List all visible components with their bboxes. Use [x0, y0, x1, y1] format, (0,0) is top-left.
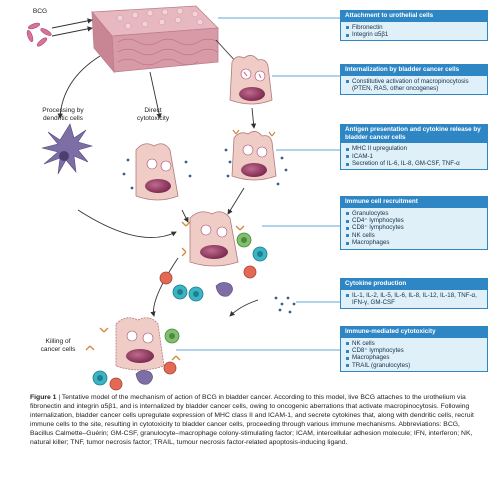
- box-item: CD8⁺ lymphocytes: [346, 224, 483, 231]
- bcg-label: BCG: [32, 8, 48, 15]
- processing-label: Processing by dendritic cells: [42, 107, 84, 122]
- box-title: Attachment to urothelial cells: [341, 11, 487, 22]
- caption-text: | Tentative model of the mechanism of ac…: [30, 394, 474, 446]
- box-item: Secretion of IL-6, IL-8, GM-CSF, TNF-α: [346, 160, 483, 167]
- box-title: Antigen presentation and cytokine releas…: [341, 125, 487, 144]
- box-immune-cytotoxicity: Immune-mediated cytotoxicity NK cells CD…: [340, 326, 488, 373]
- box-connectors: [176, 17, 340, 351]
- box-item: Integrin α5β1: [346, 31, 483, 38]
- urothelium-tissue: [91, 5, 219, 74]
- box-item: NK cells: [346, 340, 483, 347]
- box-item: Macrophages: [346, 354, 483, 361]
- bladder-cancer-cell-cytotoxicity: [122, 143, 192, 201]
- box-item: CD8⁺ lymphocytes: [346, 347, 483, 354]
- box-item: CD4⁺ lymphocytes: [346, 217, 483, 224]
- box-item: NK cells: [346, 232, 483, 239]
- box-item: Macrophages: [346, 239, 483, 246]
- box-antigen-presentation: Antigen presentation and cytokine releas…: [340, 124, 488, 171]
- killing-label: Killing of cancer cells: [40, 338, 76, 353]
- box-title: Immune-mediated cytotoxicity: [341, 327, 487, 338]
- box-title: Internalization by bladder cancer cells: [341, 65, 487, 76]
- bcg-bacteria: [26, 22, 52, 47]
- box-item: TRAIL (granulocytes): [346, 362, 483, 369]
- figure-number: Figure 1: [30, 394, 57, 401]
- box-title: Immune cell recruitment: [341, 197, 487, 208]
- box-item: Fibronectin: [346, 24, 483, 31]
- box-item: ICAM-1: [346, 153, 483, 160]
- box-cytokine-production: Cytokine production IL-1, IL-2, IL-5, IL…: [340, 278, 488, 310]
- figure-caption: Figure 1 | Tentative model of the mechan…: [30, 393, 482, 447]
- box-item: MHC II upregulation: [346, 145, 483, 152]
- dendritic-cell: [41, 123, 94, 175]
- immune-recruitment-cluster: [159, 211, 296, 314]
- box-internalization: Internalization by bladder cancer cells …: [340, 64, 488, 96]
- bladder-cancer-cell-antigen: [224, 129, 288, 186]
- box-title: Cytokine production: [341, 279, 487, 290]
- box-item: IL-1, IL-2, IL-5, IL-6, IL-8, IL-12, IL-…: [346, 292, 483, 307]
- box-attachment: Attachment to urothelial cells Fibronect…: [340, 10, 488, 42]
- direct-cytotoxicity-label: Direct cytotoxicity: [136, 107, 170, 122]
- box-item: Constitutive activation of macropinocyto…: [346, 78, 483, 93]
- bladder-cancer-cell-internalization: [229, 55, 273, 105]
- pathway-arrows: [51, 18, 259, 317]
- cancer-cell-killing-cluster: [85, 317, 181, 391]
- box-immune-recruitment: Immune cell recruitment Granulocytes CD4…: [340, 196, 488, 250]
- box-item: Granulocytes: [346, 210, 483, 217]
